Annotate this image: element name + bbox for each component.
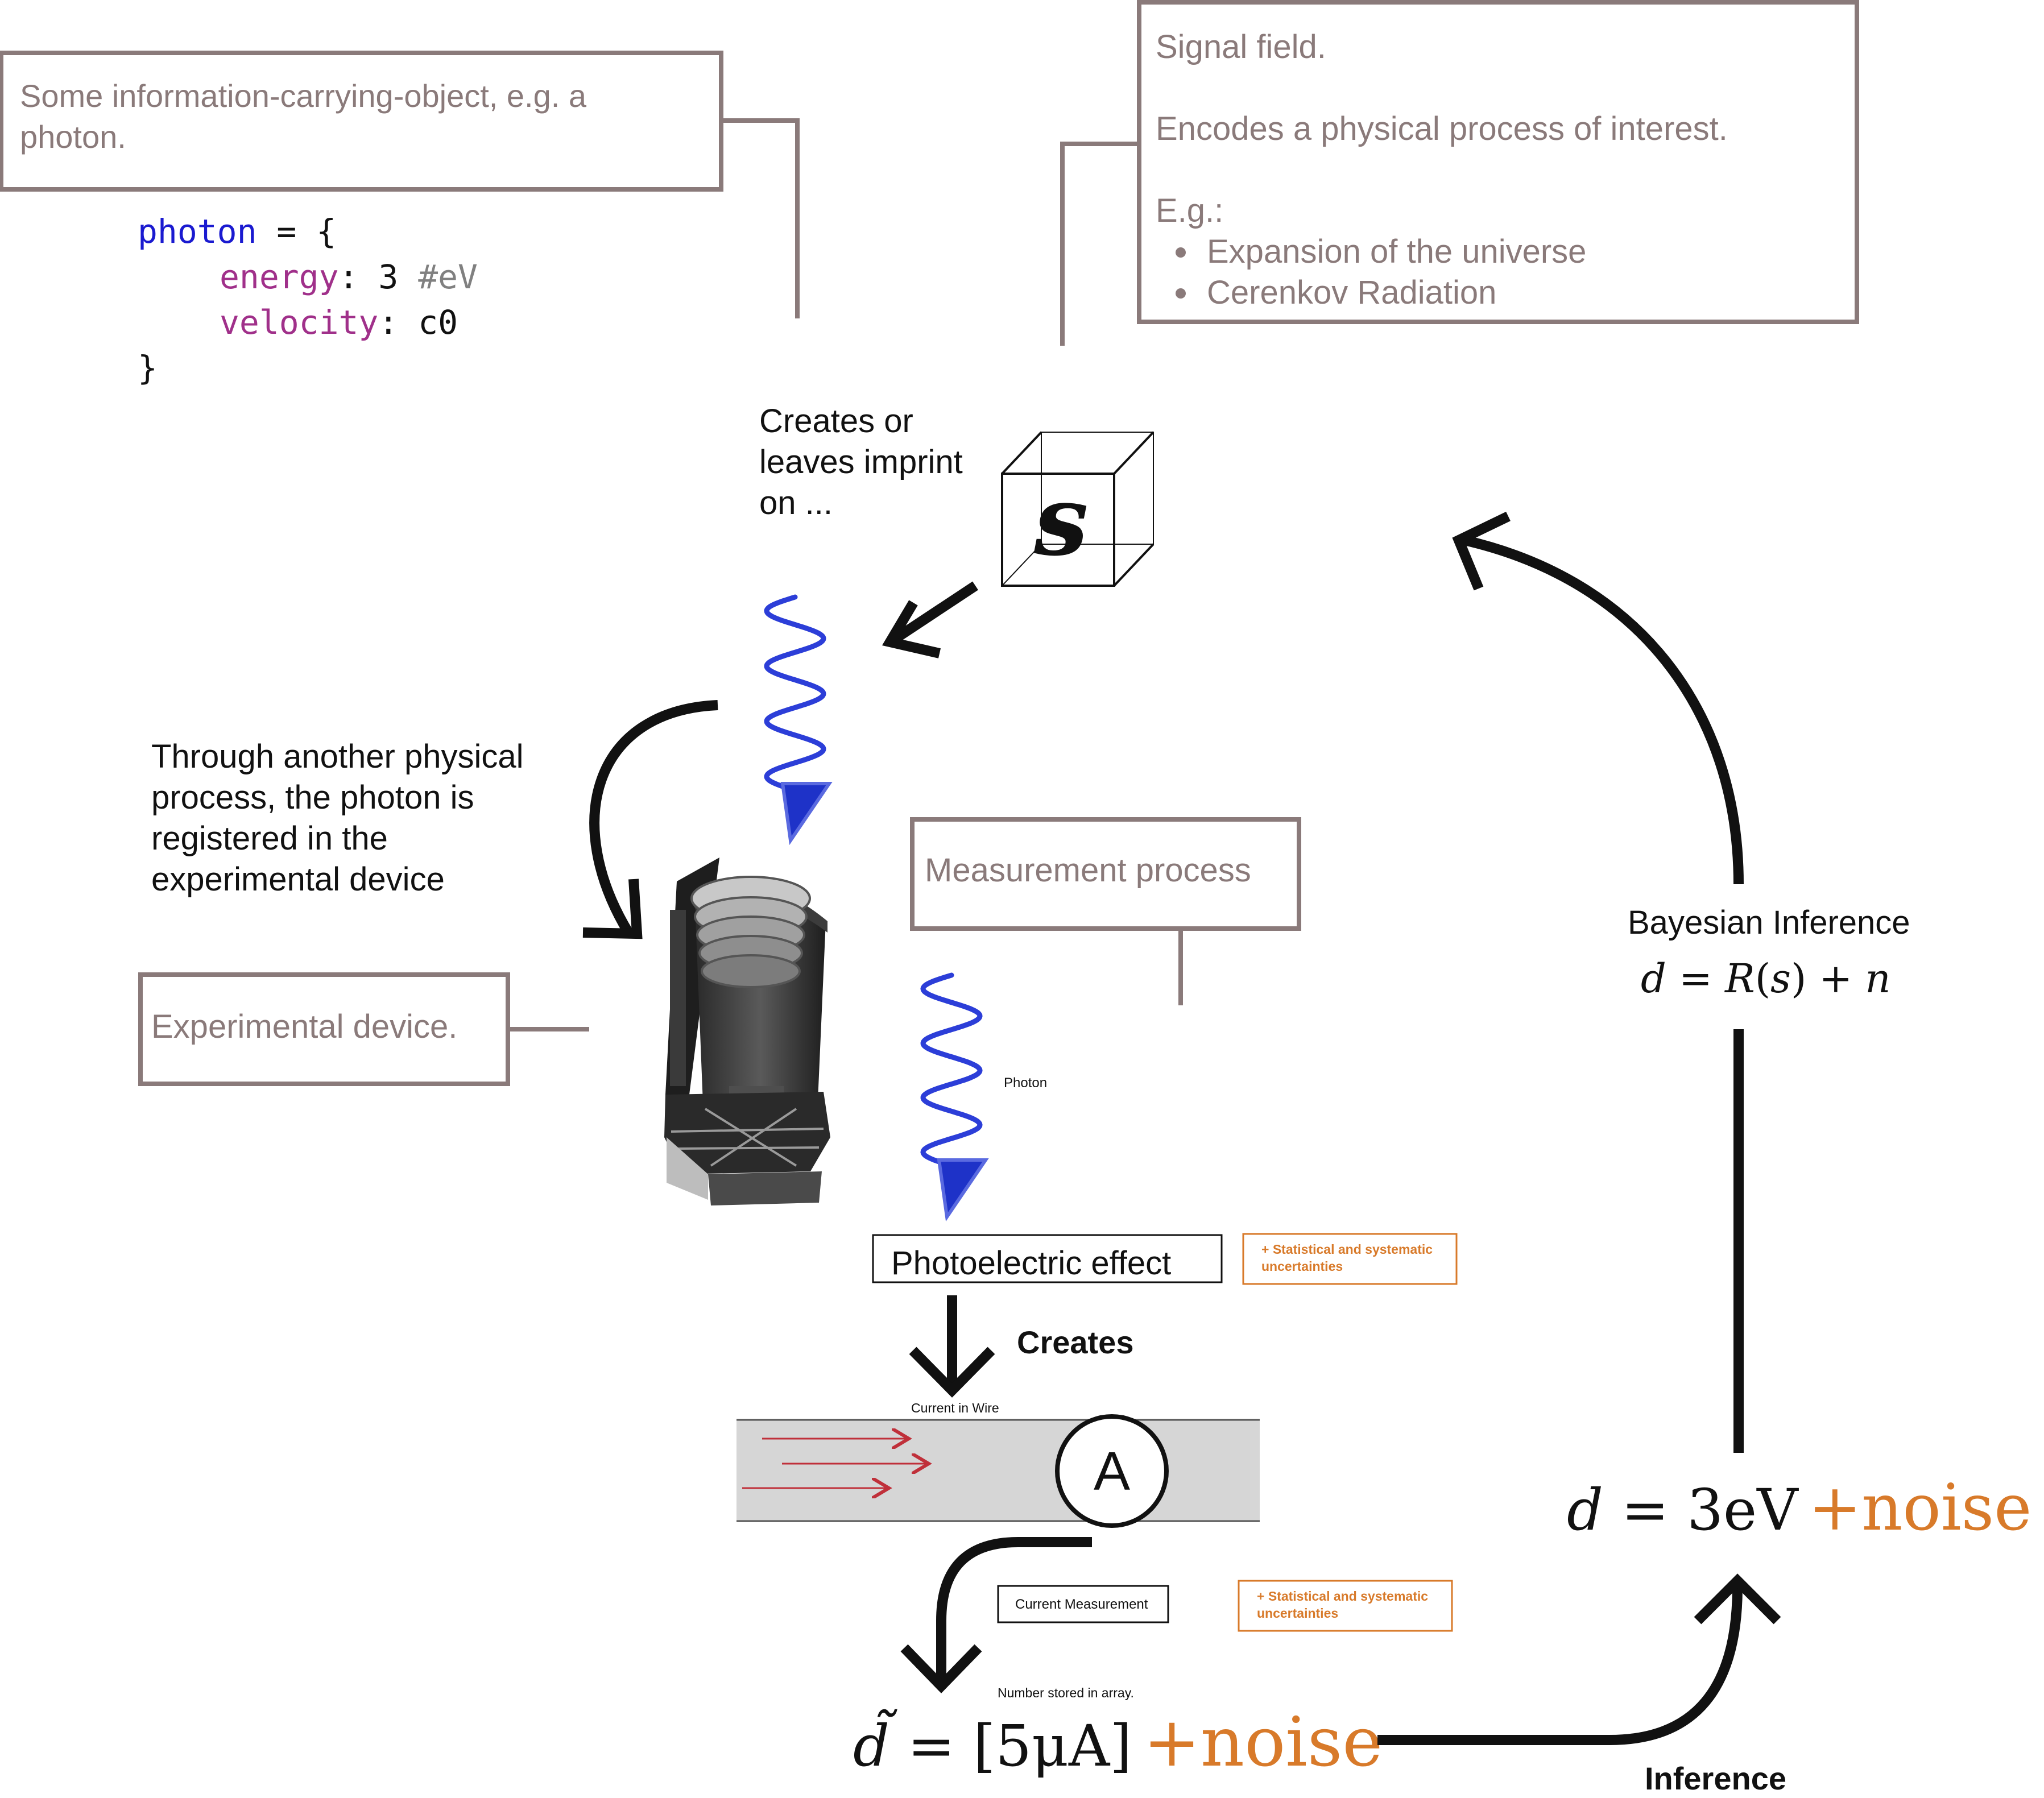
- signal-annotation: Signal field. Encodes a physical process…: [1060, 0, 1859, 346]
- code-line-2: energy: 3 #eV: [220, 258, 478, 296]
- inference-arrow: [1377, 1573, 1781, 1745]
- data-raw-eq: =: [889, 1713, 973, 1779]
- photoelectric-box: [872, 1234, 1223, 1283]
- photon-arrowhead-upper: [780, 782, 833, 846]
- measurement-arrow: [900, 1537, 1092, 1693]
- bayes-upper-arrow: [1452, 511, 1744, 885]
- number-stored-label: Number stored in array.: [998, 1685, 1134, 1700]
- code-velocity-val: : c0: [378, 303, 458, 342]
- measurement-annotation-box: [910, 817, 1301, 931]
- ammeter-circle: [1055, 1414, 1169, 1528]
- signal-title: Signal field.: [1156, 28, 1326, 65]
- signal-cube: [1001, 431, 1155, 587]
- photon-small-label: Photon: [1004, 1075, 1047, 1091]
- signal-annotation-box: [1137, 0, 1859, 324]
- data-final-noise: +noise: [1808, 1471, 2031, 1545]
- model-eq: =: [1666, 955, 1725, 1002]
- uncertainty-label-2: + Statistical and systematic uncertainti…: [1257, 1589, 1431, 1621]
- code-energy-key: energy: [220, 258, 339, 296]
- creates-imprint-label: Creates or leaves imprint on ...: [759, 403, 972, 521]
- photon-annotation-text: Some information-carrying-object, e.g. a…: [20, 78, 595, 155]
- data-raw-noise: +noise: [1143, 1703, 1383, 1782]
- data-final-value: 3eV: [1687, 1477, 1799, 1543]
- data-final-equation: d = 3eV+noise: [1567, 1471, 2031, 1545]
- data-final-d: d: [1567, 1477, 1603, 1543]
- photon-code-snippet: photon = { energy: 3 #eV velocity: c0 }: [138, 212, 478, 387]
- current-flow-arrows: [742, 1439, 929, 1488]
- model-plus: +: [1806, 955, 1865, 1002]
- data-raw-equation: d̃ = [5μA]+noise: [853, 1703, 1383, 1782]
- code-energy-comment: #eV: [418, 258, 478, 296]
- creates-arrow: [909, 1295, 995, 1398]
- model-equation: d = R(s) + n: [1641, 955, 1891, 1002]
- uncertainty-label-1: + Statistical and systematic uncertainti…: [1261, 1242, 1436, 1274]
- signal-line2: Encodes a physical process of interest.: [1156, 110, 1728, 147]
- measurement-annotation-text: Measurement process: [925, 852, 1251, 889]
- signal-item-2: Cerenkov Radiation: [1207, 274, 1496, 311]
- through-process-label: Through another physical process, the ph…: [151, 738, 533, 898]
- photon-wave-lower: [920, 972, 989, 1222]
- register-arrow: [582, 700, 718, 939]
- device-annotation: Experimental device.: [138, 972, 589, 1086]
- current-measurement-box: [997, 1585, 1169, 1623]
- model-paren-open: (: [1755, 955, 1770, 1002]
- code-line-3: velocity: c0: [220, 303, 458, 342]
- signal-bullet-1: [1176, 247, 1186, 258]
- signal-annotation-connector: [1060, 142, 1139, 346]
- code-line-4: }: [138, 349, 158, 387]
- uncertainty-box-1: [1242, 1233, 1458, 1285]
- cube-symbol: s: [1033, 464, 1089, 578]
- device-annotation-text: Experimental device.: [151, 1008, 457, 1045]
- code-energy-val: : 3: [339, 258, 419, 296]
- model-paren-close: ): [1791, 955, 1806, 1002]
- signal-item-1: Expansion of the universe: [1207, 233, 1586, 270]
- inference-label: Inference: [1645, 1760, 1786, 1796]
- photon-arrowhead-lower: [937, 1158, 989, 1222]
- uncertainty-box-2: [1238, 1580, 1453, 1632]
- code-var: photon: [138, 212, 257, 251]
- ammeter-label: A: [1094, 1441, 1130, 1502]
- current-in-wire-label: Current in Wire: [911, 1401, 999, 1415]
- telescope-image: [664, 857, 830, 1205]
- code-velocity-key: velocity: [220, 303, 378, 342]
- wire: [736, 1419, 1260, 1522]
- code-op: = {: [257, 212, 337, 251]
- model-d: d: [1641, 955, 1666, 1002]
- imprint-arrow: [882, 581, 978, 658]
- signal-eg: E.g.:: [1156, 192, 1223, 229]
- data-raw-value: [5μA]: [973, 1713, 1132, 1779]
- bayesian-label: Bayesian Inference: [1628, 904, 1910, 941]
- photoelectric-label: Photoelectric effect: [891, 1245, 1171, 1282]
- model-s: s: [1770, 955, 1791, 1002]
- creates-label: Creates: [1017, 1324, 1133, 1360]
- measurement-annotation: Measurement process: [910, 817, 1301, 1005]
- model-R: R: [1724, 955, 1755, 1002]
- current-measurement-label: Current Measurement: [1015, 1597, 1148, 1612]
- model-n: n: [1865, 955, 1890, 1002]
- code-line-1: photon = {: [138, 212, 336, 251]
- photon-wave-upper: [764, 594, 833, 846]
- data-final-eq: =: [1603, 1477, 1687, 1543]
- photon-annotation-connector: [721, 118, 800, 318]
- photon-annotation: Some information-carrying-object, e.g. a…: [0, 51, 800, 318]
- signal-bullet-2: [1176, 288, 1186, 299]
